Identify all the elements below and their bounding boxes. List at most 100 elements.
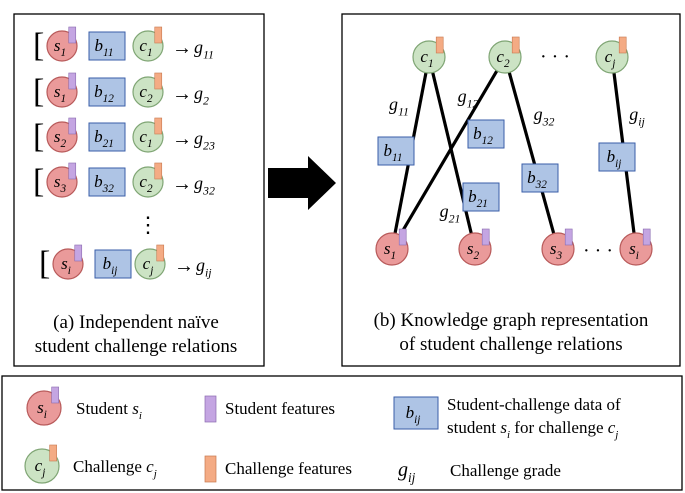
legend-grade-symbol: gij: [398, 459, 416, 485]
row-arrow: →: [172, 83, 192, 105]
panel-a-caption-line1: (a) Independent naïve: [53, 312, 219, 333]
challenge-node-label: cj: [35, 456, 46, 479]
graph-data-box: b11: [377, 136, 415, 166]
row-challenge-node: c1: [132, 26, 164, 62]
legend-student-feature-swatch: [204, 395, 217, 423]
row-grade: gij: [196, 255, 212, 279]
student-node-label: si: [61, 254, 71, 277]
data-box-label: b32: [527, 168, 547, 191]
challenge-feature-tag: [511, 36, 520, 54]
graph-student-node: s2: [458, 228, 492, 266]
graph-grade-label: g11: [389, 94, 409, 118]
data-box-rect: [521, 163, 559, 193]
row-arrow: →: [172, 128, 192, 150]
row-data-box: b32: [88, 167, 126, 197]
challenge-feature-tag: [618, 36, 627, 54]
data-box-rect: [94, 249, 132, 279]
transition-arrow: [268, 156, 336, 210]
row-student-node: s1: [46, 26, 78, 62]
challenge-node-label: c1: [139, 127, 152, 150]
challenge-node-label: cj: [143, 254, 154, 277]
data-box-rect: [377, 136, 415, 166]
graph-student-node: si: [619, 228, 653, 266]
student-node-label: s1: [54, 82, 66, 105]
data-box-label: b32: [94, 172, 114, 195]
row-challenge-node: cj: [134, 244, 166, 280]
data-box-rect: [393, 396, 439, 430]
student-feature-tag: [68, 162, 77, 180]
data-box-label: b21: [94, 127, 114, 150]
data-box-rect: [88, 31, 126, 61]
data-box-rect: [88, 77, 126, 107]
graph-data-box: bij: [598, 142, 636, 172]
legend-student-symbol: si: [26, 386, 62, 426]
challenge-node-label: cj: [605, 47, 616, 70]
student-node-label: s1: [54, 36, 66, 59]
graph-grade-label: g32: [534, 104, 555, 128]
legend-challenge-features-text: Challenge features: [225, 459, 352, 478]
challenge-node-label: c2: [139, 172, 153, 195]
graph-challenge-node: c2: [488, 36, 522, 74]
legend-data-text-line2: student si for challenge cj: [447, 418, 618, 441]
row-student-node: s3: [46, 162, 78, 198]
legend-student-text: Student si: [76, 399, 142, 422]
challenge-feature-tag: [154, 26, 163, 44]
student-node-label: s3: [54, 172, 67, 195]
graph-data-box: b32: [521, 163, 559, 193]
challenge-node-label: c1: [139, 36, 152, 59]
data-box-rect: [88, 122, 126, 152]
row-student-node: si: [52, 244, 84, 280]
student-node-label: s2: [54, 127, 67, 150]
row-student-node: s2: [46, 117, 78, 153]
graph-data-box: b12: [467, 119, 505, 149]
legend-challenge-feature-swatch: [204, 455, 217, 483]
panel-b-caption-line2: of student challenge relations: [399, 334, 622, 355]
panel-a-vertical-ellipsis: ⋮: [137, 212, 159, 237]
student-node-label: si: [629, 239, 639, 262]
student-feature-tag: [74, 244, 83, 262]
row-grade: g2: [194, 83, 209, 107]
student-feature-tag: [398, 228, 407, 246]
data-box-label: b21: [468, 187, 488, 210]
row-bracket: [: [33, 73, 44, 110]
row-grade: g32: [194, 173, 215, 197]
challenge-node-label: c2: [496, 47, 510, 70]
data-box-label: b12: [473, 124, 493, 147]
student-node-label: s1: [384, 239, 396, 262]
legend-data-text-line1: Student-challenge data of: [447, 395, 621, 414]
row-arrow: →: [174, 255, 194, 277]
panel-a-frame: [13, 13, 265, 367]
graph-student-node: s1: [375, 228, 409, 266]
challenge-ellipsis: · · ·: [540, 46, 570, 68]
data-box-rect: [88, 167, 126, 197]
row-data-box: bij: [94, 249, 132, 279]
row-bracket: [: [33, 118, 44, 155]
legend-challenge-text: Challenge cj: [73, 457, 157, 480]
graph-student-node: s3: [541, 228, 575, 266]
graph-grade-label: g21: [440, 201, 461, 225]
data-box-label: bij: [406, 403, 421, 426]
student-feature-tag: [481, 228, 490, 246]
graph-grade-label: gij: [629, 104, 645, 128]
student-node-label: si: [37, 398, 47, 421]
graph-challenge-node: c1: [412, 36, 446, 74]
challenge-node-label: c1: [420, 47, 433, 70]
student-feature-tag: [51, 386, 59, 404]
legend-challenge-symbol: cj: [24, 444, 60, 484]
legend-grade-text: Challenge grade: [450, 461, 561, 480]
student-feature-tag: [68, 117, 77, 135]
data-box-rect: [598, 142, 636, 172]
panel-b-frame: [341, 13, 681, 367]
panel-b-caption-line1: (b) Knowledge graph representation: [374, 310, 649, 331]
graph-edge: [427, 56, 477, 250]
data-box-label: b11: [384, 141, 403, 164]
row-arrow: →: [172, 173, 192, 195]
challenge-feature-tag: [435, 36, 444, 54]
